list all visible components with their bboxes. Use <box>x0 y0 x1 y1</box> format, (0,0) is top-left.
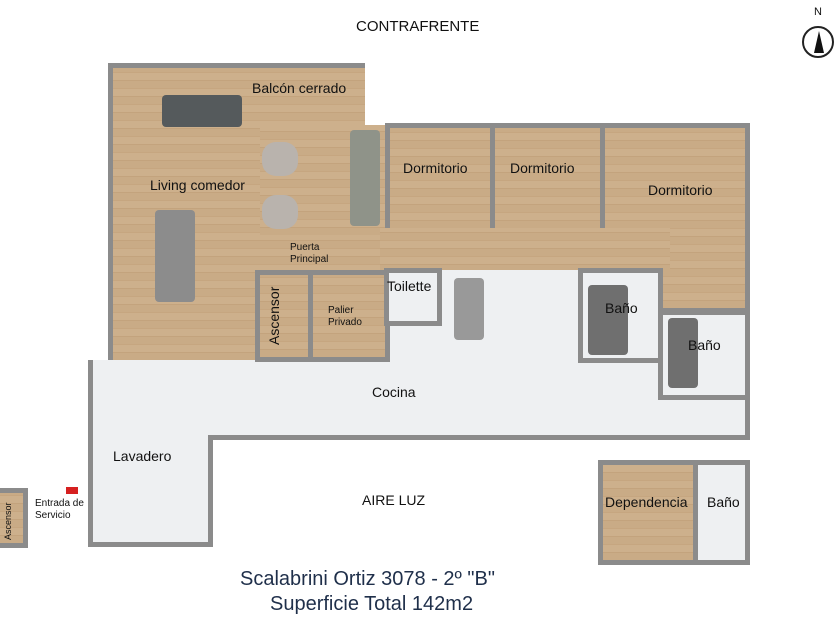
kitchen-table <box>454 278 484 340</box>
bathroom-3-label: Baño <box>707 494 740 510</box>
contrafrente-label: CONTRAFRENTE <box>356 18 480 35</box>
bathtub <box>668 318 698 388</box>
kitchen-label: Cocina <box>372 384 416 400</box>
laundry <box>88 435 213 547</box>
sofa-2 <box>350 130 380 226</box>
north-label: N <box>814 6 822 18</box>
balcony-label: Balcón cerrado <box>252 80 347 96</box>
laundry-label: Lavadero <box>113 448 172 464</box>
bathtub <box>588 285 628 355</box>
kitchen <box>88 360 750 440</box>
service-elevator <box>0 488 28 548</box>
armchair <box>262 195 298 229</box>
bathroom-2-label: Baño <box>688 337 721 353</box>
bedroom-1-label: Dormitorio <box>403 160 468 176</box>
armchair <box>262 142 298 176</box>
bedroom-2 <box>490 123 605 233</box>
bedroom-1 <box>385 123 495 233</box>
main-door-label: Puerta Principal <box>290 242 329 265</box>
entrance-arrow-icon <box>66 487 78 494</box>
dining-table <box>155 210 195 302</box>
bathroom-1-label: Baño <box>605 300 638 316</box>
hallway <box>380 228 670 272</box>
service-elevator-label: Ascensor <box>3 502 13 540</box>
elevator-label: Ascensor <box>266 286 282 345</box>
air-shaft-label: AIRE LUZ <box>362 492 426 508</box>
bedroom-2-label: Dormitorio <box>510 160 575 176</box>
service-entrance-label: Entrada de Servicio <box>35 498 84 521</box>
bathroom-3 <box>693 460 750 565</box>
sofa <box>162 95 242 127</box>
north-arrow-icon <box>802 26 834 58</box>
landing-label: Palier Privado <box>328 305 362 328</box>
toilette-room <box>384 268 442 326</box>
address-title: Scalabrini Ortiz 3078 - 2º "B" <box>240 568 495 590</box>
area-title: Superficie Total 142m2 <box>270 593 474 615</box>
service-room <box>598 460 698 565</box>
elevator <box>255 270 313 362</box>
balcony-notch <box>365 63 395 125</box>
bedroom-3-label: Dormitorio <box>648 182 713 198</box>
living-label: Living comedor <box>150 177 245 193</box>
toilette-label: Toilette <box>387 278 432 294</box>
service-room-label: Dependencia <box>605 494 688 510</box>
